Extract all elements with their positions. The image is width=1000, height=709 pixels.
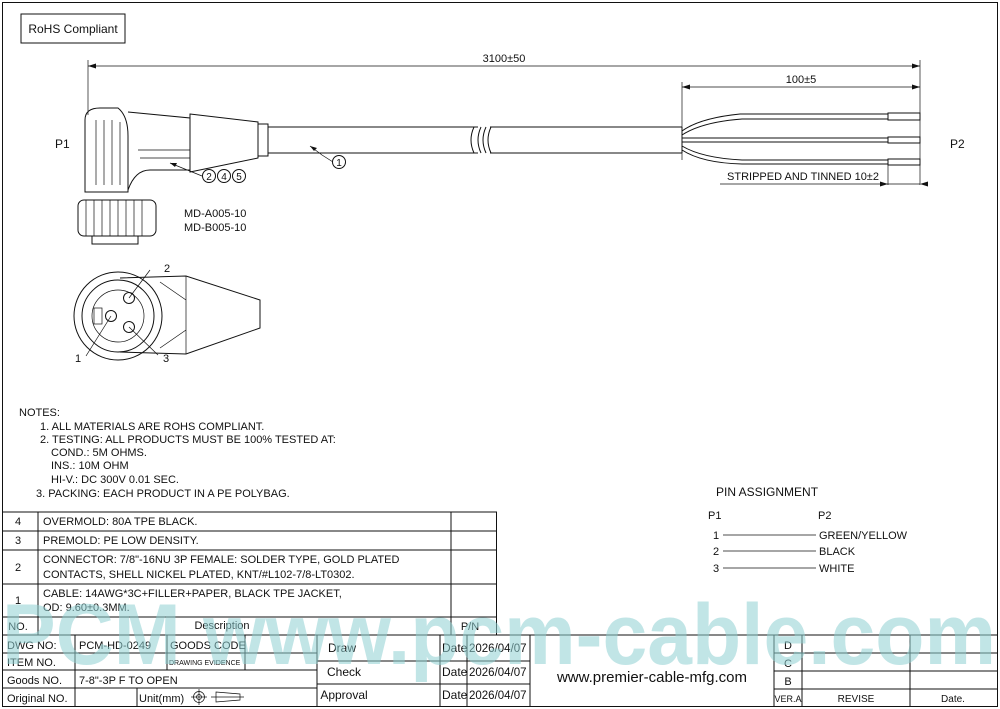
- note-line: 1. ALL MATERIALS ARE ROHS COMPLIANT.: [40, 421, 264, 433]
- notes-block: NOTES: 1. ALL MATERIALS ARE ROHS COMPLIA…: [19, 407, 336, 500]
- drawing-evidence-label: DRAWING EVIDENCE: [169, 660, 241, 667]
- title-block: DWG NO: PCM-HD-0249 GOODS CODE ITEM NO. …: [2, 634, 998, 707]
- goods-no-value: 7-8"-3P F TO OPEN: [79, 675, 178, 687]
- rev-header: VER.A: [774, 694, 801, 704]
- check-label: Check: [327, 665, 362, 679]
- note-line: 2. TESTING: ALL PRODUCTS MUST BE 100% TE…: [40, 434, 336, 446]
- bom-row-desc: CONTACTS, SHELL NICKEL PLATED, KNT/#L102…: [43, 569, 355, 581]
- rev-letter: C: [784, 658, 792, 670]
- dwg-no-value: PCM-HD-0249: [79, 640, 151, 652]
- strip-length-label: 100±5: [786, 74, 817, 86]
- date-label: Date: [442, 688, 468, 702]
- pin-row-pin: 1: [713, 530, 719, 542]
- bom-row-no: 2: [15, 562, 21, 574]
- bom-header-pn: P/N: [461, 621, 479, 633]
- p2-label: P2: [950, 137, 965, 151]
- goods-no-label: Goods NO.: [7, 675, 62, 687]
- svg-text:4: 4: [221, 172, 227, 183]
- cable-jacket: [268, 126, 683, 154]
- pin-row-wire: BLACK: [819, 546, 856, 558]
- pin-assignment-title: PIN ASSIGNMENT: [716, 485, 819, 499]
- item-no-label: ITEM NO.: [7, 657, 56, 669]
- part-number-a: MD-A005-10: [184, 208, 246, 220]
- revise-header: REVISE: [838, 694, 875, 705]
- svg-text:2: 2: [206, 172, 212, 183]
- unit-label: Unit(mm): [139, 693, 184, 705]
- rohs-badge-label: RoHS Compliant: [28, 22, 118, 36]
- svg-text:5: 5: [236, 172, 242, 183]
- pin-col-p2: P2: [818, 510, 831, 522]
- bom-header-desc: Description: [194, 620, 249, 632]
- note-line: INS.: 10M OHM: [51, 460, 129, 472]
- approval-date: 2026/04/07: [469, 690, 527, 702]
- watermark: PCM www.pcm-cable.com: [2, 587, 996, 683]
- bom-row-desc: OVERMOLD: 80A TPE BLACK.: [43, 516, 197, 528]
- bom-row-no: 4: [15, 516, 21, 528]
- projection-symbol-icon: [191, 689, 244, 705]
- dwg-no-label: DWG NO:: [7, 640, 57, 652]
- bom-table: 4 OVERMOLD: 80A TPE BLACK. 3 PREMOLD: PE…: [2, 511, 497, 636]
- bom-row-desc: CONNECTOR: 7/8"-16NU 3P FEMALE: SOLDER T…: [43, 554, 399, 566]
- bom-header-no: NO.: [8, 621, 28, 633]
- note-line: 3. PACKING: EACH PRODUCT IN A PE POLYBAG…: [36, 488, 290, 500]
- pin-row-wire: WHITE: [819, 563, 854, 575]
- rohs-badge: RoHS Compliant: [20, 13, 126, 44]
- svg-text:1: 1: [336, 158, 342, 169]
- strip-note-label: STRIPPED AND TINNED 10±2: [727, 171, 879, 183]
- pin-row-wire: GREEN/YELLOW: [819, 530, 908, 542]
- bom-row-desc: PREMOLD: PE LOW DENSITY.: [43, 535, 199, 547]
- p1-label: P1: [55, 137, 70, 151]
- date-label: Date: [442, 641, 468, 655]
- balloons-overmold: 2 4 5: [169, 162, 246, 183]
- date-header: Date.: [941, 694, 965, 705]
- pin-2-callout: 2: [164, 263, 170, 275]
- draw-label: Draw: [328, 641, 356, 655]
- check-date: 2026/04/07: [469, 667, 527, 679]
- overall-length-label: 3100±50: [483, 53, 526, 65]
- rev-letter: D: [784, 640, 792, 652]
- connector-side-view: [77, 107, 269, 245]
- note-line: HI-V.: DC 300V 0.01 SEC.: [51, 474, 179, 486]
- bom-row-no: 1: [15, 595, 21, 607]
- original-no-label: Original NO.: [7, 693, 68, 705]
- pin-col-p1: P1: [708, 510, 721, 522]
- bom-row-no: 3: [15, 535, 21, 547]
- pin-1-callout: 1: [75, 353, 81, 365]
- notes-title: NOTES:: [19, 407, 60, 419]
- pin-3-callout: 3: [163, 353, 169, 365]
- draw-date: 2026/04/07: [469, 643, 527, 655]
- pin-assignment: PIN ASSIGNMENT P1 P2 1 GREEN/YELLOW 2 BL…: [708, 485, 908, 575]
- date-label: Date: [442, 665, 468, 679]
- connector-face-view: 2 1 3: [73, 263, 261, 365]
- note-line: COND.: 5M OHMS.: [51, 447, 147, 459]
- website-label: www.premier-cable-mfg.com: [556, 669, 747, 686]
- rev-letter: B: [784, 676, 791, 688]
- cable-assembly-drawing: 3100±50 100±5 P1 P2: [55, 53, 965, 365]
- goods-code-label: GOODS CODE: [170, 640, 246, 652]
- stripped-wires: STRIPPED AND TINNED 10±2: [681, 112, 928, 187]
- part-number-b: MD-B005-10: [184, 222, 246, 234]
- bom-row-desc: OD: 9.60±0.3MM.: [43, 602, 130, 614]
- pin-row-pin: 2: [713, 546, 719, 558]
- pin-row-pin: 3: [713, 563, 719, 575]
- bom-row-desc: CABLE: 14AWG*3C+FILLER+PAPER, BLACK TPE …: [43, 588, 342, 600]
- approval-label: Approval: [320, 688, 367, 702]
- balloon-cable: 1: [309, 145, 346, 169]
